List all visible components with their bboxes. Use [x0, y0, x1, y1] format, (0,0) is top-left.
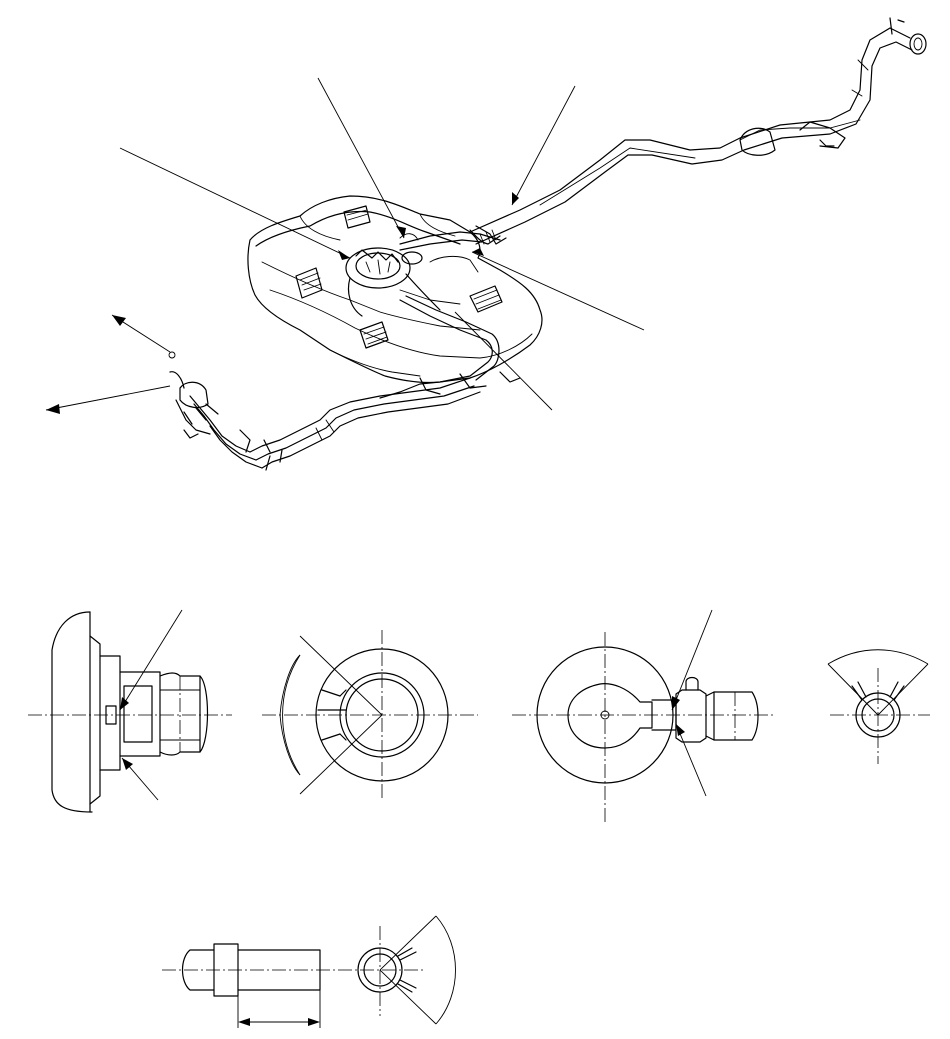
direction-arrows	[45, 314, 176, 414]
fuel-tank-body	[247, 195, 543, 384]
tank-rib-pad	[343, 205, 371, 229]
hose-insertion-length-view	[162, 915, 456, 1028]
fuel-pump-module	[345, 233, 441, 317]
clamp-end-view	[827, 649, 930, 764]
tank-rib-pad	[359, 321, 389, 349]
fuel-lines	[169, 225, 521, 471]
leader-lines-top	[119, 77, 645, 411]
tank-rib-pad	[295, 267, 323, 299]
pump-flange-circle-view	[262, 630, 478, 800]
tank-rib-pad	[469, 285, 503, 313]
filler-neck-pipe	[469, 17, 927, 245]
connector-side-view	[28, 609, 232, 813]
fuel-tank-assembly-view	[45, 17, 927, 471]
quick-connector-circle-view	[512, 609, 776, 822]
